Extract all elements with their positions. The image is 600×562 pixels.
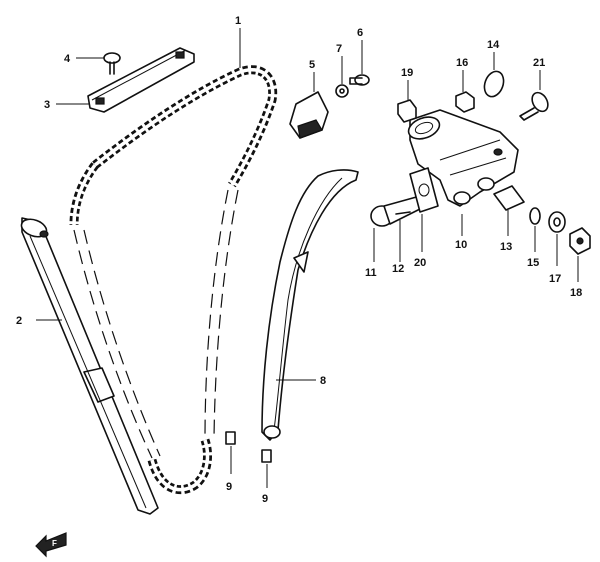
nut-lower[interactable] xyxy=(569,227,591,255)
o-ring[interactable] xyxy=(481,69,507,100)
tensioner-body[interactable] xyxy=(406,109,519,207)
tensioner-shaft[interactable] xyxy=(395,211,411,215)
front-marker-label: F xyxy=(52,539,57,548)
nut-body[interactable] xyxy=(397,99,417,123)
bolt-guide[interactable] xyxy=(103,52,121,75)
label-part-6: 6 xyxy=(357,27,363,39)
gasket-plate[interactable] xyxy=(409,167,439,213)
label-part-10: 10 xyxy=(455,239,467,251)
label-part-12: 12 xyxy=(392,263,404,275)
label-part-14: 14 xyxy=(487,39,500,51)
label-part-13: 13 xyxy=(500,241,512,253)
chain-tensioner-guide[interactable] xyxy=(261,169,359,441)
label-part-2: 2 xyxy=(16,315,22,327)
label-part-7: 7 xyxy=(336,43,342,55)
label-part-15: 15 xyxy=(527,257,539,269)
label-part-21: 21 xyxy=(533,57,545,69)
label-part-19: 19 xyxy=(401,67,413,79)
label-part-1: 1 xyxy=(235,15,241,27)
label-part-8: 8 xyxy=(320,375,326,387)
pin-right[interactable] xyxy=(261,449,272,463)
bolt-body[interactable] xyxy=(519,90,551,121)
label-part-5: 5 xyxy=(309,59,315,71)
label-part-9b: 9 xyxy=(262,493,268,505)
washer-cap[interactable] xyxy=(335,84,349,98)
label-part-20: 20 xyxy=(414,257,426,269)
label-part-11: 11 xyxy=(365,267,377,279)
bolt-cap[interactable] xyxy=(349,74,370,86)
leader-lines xyxy=(36,28,579,488)
front-arrow-icon xyxy=(35,532,67,558)
pin-left[interactable] xyxy=(225,431,236,445)
label-part-4: 4 xyxy=(64,53,71,65)
chain-guide-rear[interactable] xyxy=(19,216,159,515)
tensioner-cap[interactable] xyxy=(289,91,329,139)
spring-roller[interactable] xyxy=(493,185,525,211)
label-part-18: 18 xyxy=(570,287,582,299)
chain-guide-upper[interactable] xyxy=(87,47,195,113)
cam-chain[interactable] xyxy=(69,65,278,495)
label-part-17: 17 xyxy=(549,273,561,285)
label-part-16: 16 xyxy=(456,57,468,69)
front-direction-marker: F xyxy=(35,532,67,558)
nut-upper[interactable] xyxy=(455,91,475,113)
label-part-3: 3 xyxy=(44,99,50,111)
part-labels: 1 2 3 4 5 6 7 8 9 9 10 11 12 13 14 15 16… xyxy=(16,15,582,505)
washer-large[interactable] xyxy=(548,211,566,233)
washer-small[interactable] xyxy=(529,207,541,225)
label-part-9a: 9 xyxy=(226,481,232,493)
